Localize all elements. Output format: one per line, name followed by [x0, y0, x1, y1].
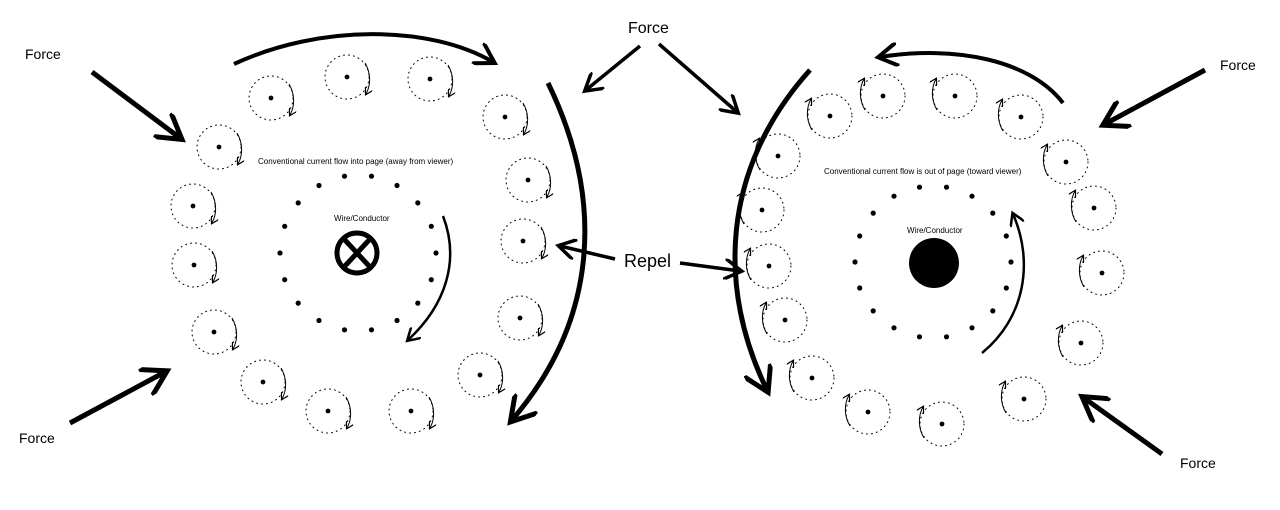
right-wire-label: Wire/Conductor: [907, 226, 963, 235]
field-dot: [277, 250, 283, 256]
left-inner-field-ring: [277, 173, 439, 333]
right-inner-field-ring: [852, 184, 1014, 340]
field-dot: [990, 210, 996, 216]
compass-icon: [324, 54, 370, 100]
field-dot: [394, 182, 400, 189]
compass-icon: [739, 187, 785, 233]
field-dot: [916, 184, 923, 190]
compass-icon: [807, 93, 853, 139]
compass-icon: [1001, 376, 1047, 422]
compass-icon: [388, 388, 434, 434]
compass-icon: [1058, 320, 1104, 366]
field-arrow-counterclockwise: [981, 214, 1025, 354]
big-field-arrow-left-side-right: [732, 68, 812, 390]
field-dot: [295, 300, 301, 306]
repel-label: Repel: [624, 251, 671, 271]
field-dot: [969, 325, 975, 331]
force-arrow-center-left: [586, 44, 642, 90]
field-dot: [316, 182, 322, 189]
compass-icon: [305, 388, 351, 434]
repel-arrow-left: [560, 246, 616, 261]
field-dot: [341, 327, 348, 333]
field-dot: [969, 193, 975, 199]
compass-icon: [482, 94, 528, 140]
field-dot: [415, 200, 421, 206]
compass-icon: [762, 297, 808, 343]
field-dot: [428, 223, 434, 229]
compass-icon: [191, 309, 237, 355]
compass-icon: [240, 359, 286, 405]
field-dot: [394, 317, 400, 324]
compass-icon: [755, 133, 801, 179]
field-dot: [1008, 259, 1014, 265]
field-dot: [368, 173, 375, 179]
compass-icon: [497, 295, 543, 341]
compass-icon: [457, 352, 503, 398]
compass-icon: [746, 243, 792, 289]
field-dot: [282, 223, 288, 229]
force-arrow-bottom-right: [1084, 398, 1164, 457]
force-label-bottom-left: Force: [19, 430, 55, 446]
compass-icon: [860, 73, 906, 119]
compass-icon: [248, 75, 294, 121]
big-field-arrow-right-side-left: [512, 81, 588, 420]
field-dot: [428, 277, 434, 283]
compass-icon: [1043, 139, 1089, 185]
compass-icon: [170, 183, 216, 229]
compass-icon: [1079, 250, 1125, 296]
field-dot: [857, 233, 863, 239]
compass-group: [170, 54, 1125, 447]
compass-icon: [998, 94, 1044, 140]
force-arrow-center-right: [657, 42, 737, 112]
field-dot: [943, 334, 950, 340]
compass-icon: [845, 389, 891, 435]
field-dot: [295, 200, 301, 206]
field-dot: [282, 277, 288, 283]
conductor-into-page-icon: [334, 230, 380, 276]
field-line-rings: [277, 173, 1014, 340]
field-dot: [316, 317, 322, 324]
field-dot: [943, 184, 950, 190]
field-dot: [870, 210, 876, 216]
force-label-top-left: Force: [25, 46, 61, 62]
field-dot: [341, 173, 348, 179]
field-dot: [916, 334, 923, 340]
conductor-out-of-page-icon: [909, 238, 959, 288]
field-dot: [870, 308, 876, 314]
compass-icon: [196, 124, 242, 170]
repel-arrow-right: [679, 263, 740, 271]
field-dot: [857, 285, 863, 291]
compass-icon: [932, 73, 978, 119]
field-dot: [415, 300, 421, 306]
left-wire-label: Wire/Conductor: [334, 214, 390, 223]
compass-icon: [500, 218, 546, 264]
field-dot: [1003, 233, 1009, 239]
compass-icon: [789, 355, 835, 401]
field-dot: [990, 308, 996, 314]
left-caption: Conventional current flow into page (awa…: [258, 157, 454, 166]
field-dot: [1003, 285, 1009, 291]
force-arrow-top-left: [90, 70, 180, 138]
field-dot: [891, 325, 897, 331]
compass-icon: [407, 56, 453, 102]
field-arrow-clockwise: [408, 215, 452, 340]
big-field-arrow-top-right: [880, 53, 1065, 105]
compass-icon: [1071, 185, 1117, 231]
force-arrow-top-right: [1105, 67, 1207, 124]
field-dot: [891, 193, 897, 199]
force-arrow-bottom-left: [68, 372, 165, 426]
force-label-top-right: Force: [1220, 57, 1256, 73]
compass-icon: [919, 401, 965, 447]
field-dot: [433, 250, 439, 256]
field-dot: [368, 327, 375, 333]
compass-icon: [171, 242, 217, 288]
force-label-bottom-right: Force: [1180, 455, 1216, 471]
big-field-arrow-top-left: [233, 32, 493, 66]
compass-icon: [505, 157, 551, 203]
field-dot: [852, 259, 858, 265]
right-caption: Conventional current flow is out of page…: [824, 167, 1022, 176]
force-label-top-center: Force: [628, 20, 669, 37]
